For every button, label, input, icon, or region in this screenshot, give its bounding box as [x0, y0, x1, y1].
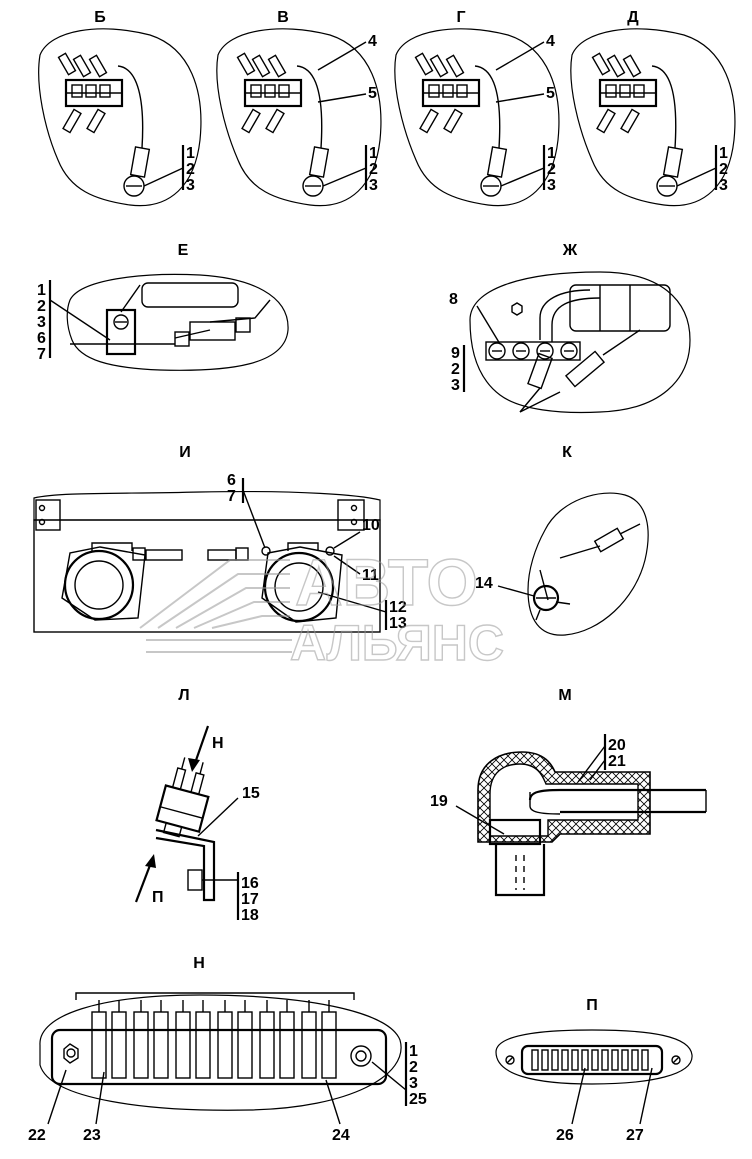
i-label-13: 13 — [389, 615, 407, 632]
l-label-15: 15 — [242, 785, 260, 802]
b-label-1: 1 — [186, 145, 195, 162]
n-label-1: 1 — [409, 1043, 418, 1060]
view-l-title: Л — [178, 687, 189, 704]
view-k-title: К — [562, 444, 572, 461]
view-b: Б 1 2 3 — [38, 9, 202, 207]
watermark-line1: АВТО — [295, 545, 478, 619]
e-label-3: 3 — [37, 314, 46, 331]
watermark-line2: АЛЬЯНС — [290, 615, 504, 671]
l-label-n: Н — [212, 735, 224, 752]
view-v-title: В — [277, 9, 289, 26]
e-label-6: 6 — [37, 330, 46, 347]
b-label-3: 3 — [186, 177, 195, 194]
i-label-6: 6 — [227, 472, 236, 489]
i-label-11: 11 — [362, 567, 379, 584]
k-label-14: 14 — [475, 575, 493, 592]
zh-label-8: 8 — [449, 291, 458, 308]
d-label-3: 3 — [719, 177, 728, 194]
view-l: Л Н 15 П 16 17 18 — [134, 687, 260, 924]
d-label-2: 2 — [719, 161, 728, 178]
view-g: Г 4 5 1 2 3 — [394, 9, 560, 207]
l-label-17: 17 — [241, 891, 259, 908]
view-p: П 26 27 — [495, 997, 693, 1144]
g-label-3: 3 — [547, 177, 556, 194]
v-label-1: 1 — [369, 145, 378, 162]
v-label-2: 2 — [369, 161, 378, 178]
g-label-4: 4 — [546, 33, 555, 50]
view-e: Е 1 2 3 6 7 — [37, 242, 289, 371]
i-label-7: 7 — [227, 488, 236, 505]
i-label-12: 12 — [389, 599, 407, 616]
zh-label-9: 9 — [451, 345, 460, 362]
view-i-title: И — [179, 444, 191, 461]
m-label-20: 20 — [608, 737, 626, 754]
v-label-4: 4 — [368, 33, 377, 50]
view-n-title: Н — [193, 955, 205, 972]
v-label-3: 3 — [369, 177, 378, 194]
watermark-logo: АВТО АЛЬЯНС — [139, 544, 505, 672]
zh-label-3: 3 — [451, 377, 460, 394]
e-label-2: 2 — [37, 298, 46, 315]
e-label-1: 1 — [37, 282, 46, 299]
view-zh-title: Ж — [562, 242, 578, 259]
view-m: М 20 21 19 — [430, 687, 707, 897]
n-label-2: 2 — [409, 1059, 418, 1076]
i-label-10: 10 — [362, 517, 380, 534]
n-label-24: 24 — [332, 1127, 350, 1144]
l-label-p: П — [152, 889, 164, 906]
view-g-title: Г — [456, 9, 465, 26]
view-n: Н 1 2 3 25 22 23 24 — [28, 955, 427, 1144]
g-label-2: 2 — [547, 161, 556, 178]
view-m-title: М — [558, 687, 571, 704]
p-label-27: 27 — [626, 1127, 644, 1144]
view-d-title: Д — [627, 9, 639, 26]
n-label-23: 23 — [83, 1127, 101, 1144]
m-label-21: 21 — [608, 753, 626, 770]
view-e-title: Е — [178, 242, 189, 259]
view-p-title: П — [586, 997, 598, 1014]
view-d: Д 1 2 3 — [570, 9, 736, 207]
view-k: К 14 — [475, 444, 649, 636]
b-label-2: 2 — [186, 161, 195, 178]
l-label-18: 18 — [241, 907, 259, 924]
n-label-25: 25 — [409, 1091, 427, 1108]
zh-label-2: 2 — [451, 361, 460, 378]
view-b-title: Б — [94, 9, 106, 26]
view-v: В 4 5 1 2 3 — [216, 9, 382, 207]
l-label-16: 16 — [241, 875, 259, 892]
view-zh: Ж 8 9 2 3 — [449, 242, 691, 414]
d-label-1: 1 — [719, 145, 728, 162]
n-label-3: 3 — [409, 1075, 418, 1092]
g-label-5: 5 — [546, 85, 555, 102]
m-label-19: 19 — [430, 793, 448, 810]
p-label-26: 26 — [556, 1127, 574, 1144]
e-label-7: 7 — [37, 346, 46, 363]
g-label-1: 1 — [547, 145, 556, 162]
v-label-5: 5 — [368, 85, 377, 102]
n-label-22: 22 — [28, 1127, 46, 1144]
